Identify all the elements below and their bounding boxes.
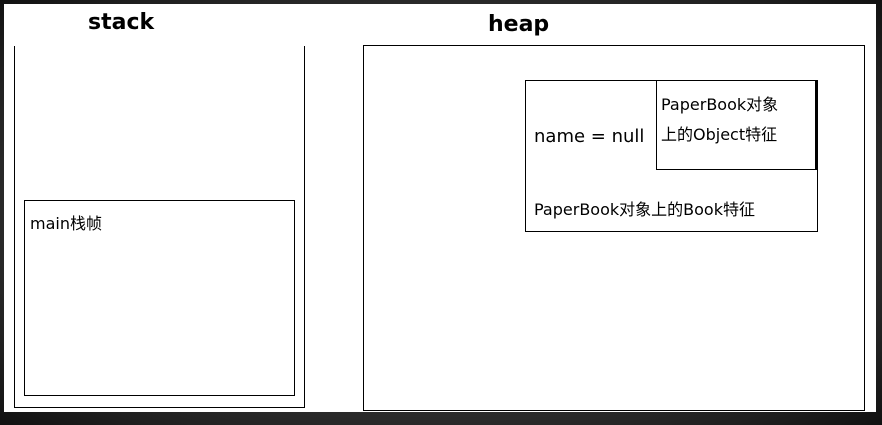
object-part-box: PaperBook对象 上的Object特征 — [656, 80, 817, 170]
paperbook-object: name = null PaperBook对象上的Book特征 — [525, 80, 818, 232]
book-part-label: PaperBook对象上的Book特征 — [534, 200, 755, 219]
name-field: name = null — [534, 126, 645, 147]
stack-area — [14, 46, 305, 408]
diagram-canvas: stack main栈帧 heap name = null PaperBook对… — [4, 4, 876, 412]
main-stack-frame: main栈帧 — [24, 200, 295, 396]
heap-area — [363, 45, 865, 411]
main-stack-frame-label: main栈帧 — [30, 214, 102, 233]
object-part-line1: PaperBook对象 — [661, 95, 779, 114]
stack-title: stack — [88, 10, 155, 35]
heap-title: heap — [488, 12, 550, 37]
object-part-line2: 上的Object特征 — [661, 125, 778, 144]
